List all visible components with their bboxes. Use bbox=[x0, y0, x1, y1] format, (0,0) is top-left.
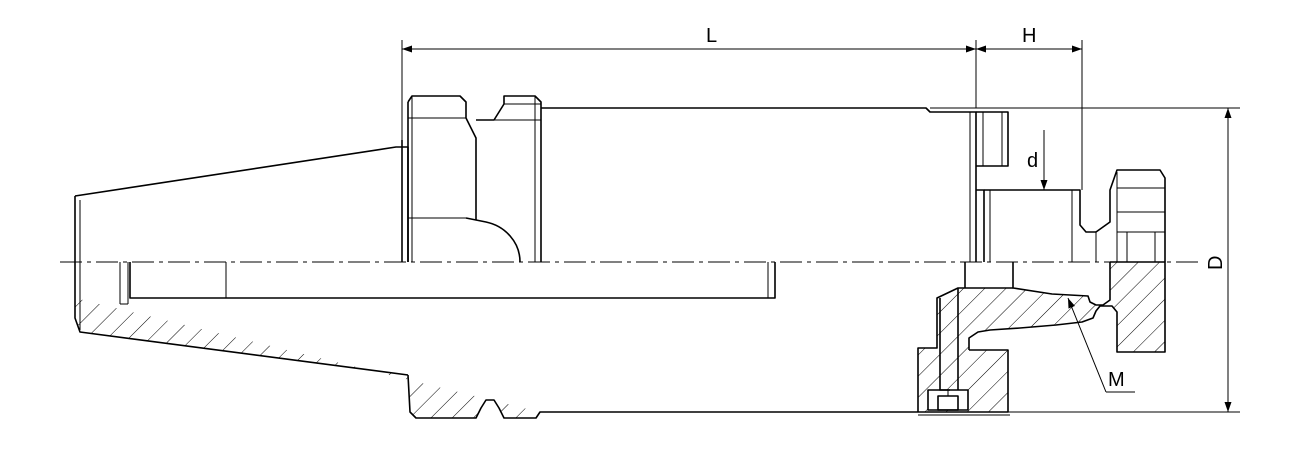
label-d: d bbox=[1027, 150, 1038, 172]
label-M: M bbox=[1108, 369, 1125, 391]
label-D: D bbox=[1205, 256, 1227, 270]
holder-outline bbox=[74, 95, 1166, 419]
label-L: L bbox=[706, 25, 717, 47]
dimension-lines bbox=[401, 40, 1240, 413]
section-lower-half bbox=[75, 262, 1165, 418]
label-H: H bbox=[1022, 25, 1036, 47]
